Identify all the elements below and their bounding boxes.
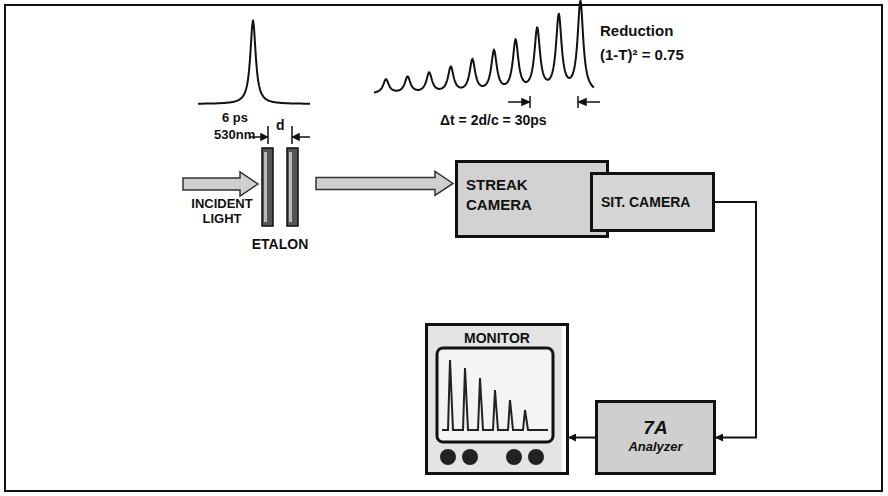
text-label: INCIDENT LIGHT [180, 196, 264, 226]
sit-node: SIT. CAMERA [590, 172, 715, 232]
node-text: 7A [606, 417, 705, 439]
pulse-train [374, 1, 594, 93]
monitor-node: MONITOR [425, 323, 569, 475]
text-label: d [276, 117, 285, 133]
connector [715, 202, 756, 438]
text-label: Δt = 2d/c = 30ps [440, 112, 547, 128]
node-text: STREAK CAMERA [466, 169, 566, 214]
text-label: Reduction [600, 22, 673, 39]
etalon-plates [262, 148, 298, 226]
streak-node: STREAK CAMERA [455, 160, 609, 238]
delta-t-marker [508, 96, 600, 108]
incident-arrow [183, 172, 258, 196]
frame [5, 5, 882, 491]
node-text: ETALON [252, 236, 309, 252]
analyzer-node: 7AAnalyzer [595, 400, 716, 475]
text-label: 6 ps [222, 110, 248, 125]
connector [316, 171, 453, 195]
text-label: (1-T)² = 0.75 [600, 46, 684, 63]
monitor-body [428, 326, 562, 472]
text-label: 530nm [214, 127, 255, 142]
etalon-node: ETALON [246, 148, 314, 252]
node-text: Analyzer [606, 439, 705, 454]
connector [569, 437, 595, 439]
single-pulse [198, 20, 310, 104]
node-text: SIT. CAMERA [601, 194, 690, 210]
node-text: MONITOR [428, 330, 566, 346]
